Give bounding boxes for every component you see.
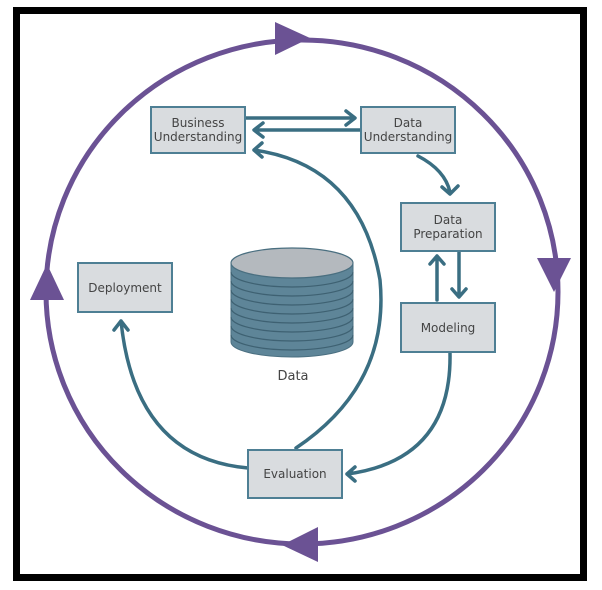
phase-label: Modeling [420,320,476,335]
arrow-evaluation-to-business [252,141,383,450]
arrow-evaluation-to-deployment [112,319,250,470]
phase-modeling[interactable]: Modeling [400,302,496,353]
phase-label: Data [433,213,463,227]
cycle-arrow-bottom [282,527,318,562]
phase-label: Data [393,116,423,130]
database-icon [230,247,354,358]
arrow-preparation-to-modeling [450,250,468,299]
arrow-modeling-to-evaluation [345,351,452,483]
phase-label: Deployment [88,280,162,295]
arrow-data-understanding-to-preparation [416,154,460,196]
arrow-business-to-data-understanding [244,109,357,127]
phase-label: Understanding [363,130,453,144]
phase-label: Understanding [153,130,243,144]
phase-label: Evaluation [263,467,327,481]
data-label: Data [277,369,309,384]
phase-evaluation[interactable]: Evaluation [247,449,343,499]
phase-label: Preparation [413,227,483,241]
phase-label: Business [171,116,225,130]
cycle-arrow-top [275,22,310,55]
phase-deployment[interactable]: Deployment [77,262,173,313]
arrow-modeling-to-preparation [428,254,446,302]
cycle-arrow-left [30,264,64,300]
arrow-data-understanding-to-business [252,121,363,139]
cycle-arrow-right [537,258,571,292]
